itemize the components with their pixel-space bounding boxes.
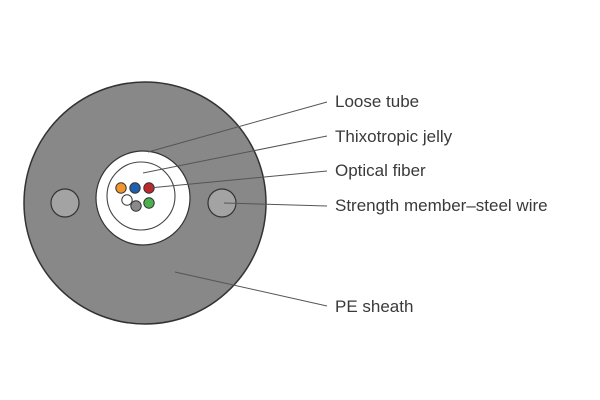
fiber-blue	[129, 182, 141, 194]
label-pe-sheath: PE sheath	[335, 297, 413, 316]
leader-thixotropic-jelly	[142, 135, 328, 174]
fiber-gray	[130, 200, 142, 212]
label-optical-fiber: Optical fiber	[335, 161, 426, 180]
leader-pe-sheath	[174, 271, 328, 307]
leader-optical-fiber	[148, 170, 328, 189]
fiber-white	[121, 194, 133, 206]
label-thixotropic-jelly: Thixotropic jelly	[335, 127, 453, 146]
label-loose-tube: Loose tube	[335, 92, 419, 111]
optical-fiber-bundle	[115, 182, 155, 212]
fiber-orange	[115, 182, 127, 194]
steel-wire-left	[50, 188, 80, 218]
loose-tube-inner	[106, 161, 176, 231]
fiber-green	[143, 197, 155, 209]
leader-loose-tube	[147, 101, 328, 153]
leader-strength-member	[223, 202, 328, 207]
label-strength-member: Strength member–steel wire	[335, 196, 548, 215]
